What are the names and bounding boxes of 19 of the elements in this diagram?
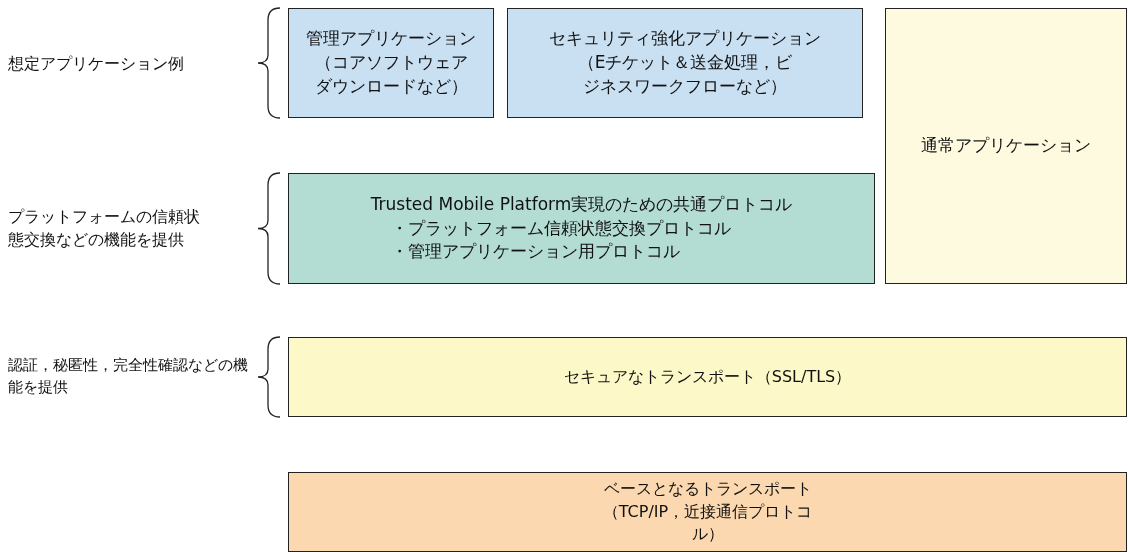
- layer-description: 想定アプリケーション例: [8, 52, 185, 75]
- application-box: [288, 8, 494, 118]
- layer-description: プラットフォームの信頼状態交換などの機能を提供: [8, 206, 201, 252]
- box-title: ベースとなるトランスポート（TCP/IP，近接通信プロトコル）: [601, 478, 814, 546]
- box-text: ・プラットフォーム信頼状態交換プロトコル: [390, 216, 733, 240]
- protocol-box: [288, 173, 875, 284]
- box-text: （コアソフトウェアダウンロードなど）: [313, 51, 469, 98]
- box-text: （Eチケット＆送金処理，ビジネスワークフローなど）: [576, 51, 794, 98]
- transport-box: [288, 472, 1127, 552]
- transport-box: [288, 337, 1127, 417]
- layer-description: 認証，秘匿性，完全性確認などの機能を提供: [8, 355, 249, 398]
- application-box: [507, 8, 863, 118]
- box-title: セキュアなトランスポート（SSL/TLS）: [563, 365, 852, 388]
- application-box: [885, 8, 1127, 284]
- box-title: 管理アプリケーション: [305, 27, 477, 51]
- box-text: ・管理アプリケーション用プロトコル: [390, 240, 682, 264]
- box-title: 通常アプリケーション: [921, 134, 1091, 158]
- box-title: セキュリティ強化アプリケーション: [548, 27, 822, 51]
- box-title: Trusted Mobile Platform実現のための共通プロトコル: [370, 192, 793, 216]
